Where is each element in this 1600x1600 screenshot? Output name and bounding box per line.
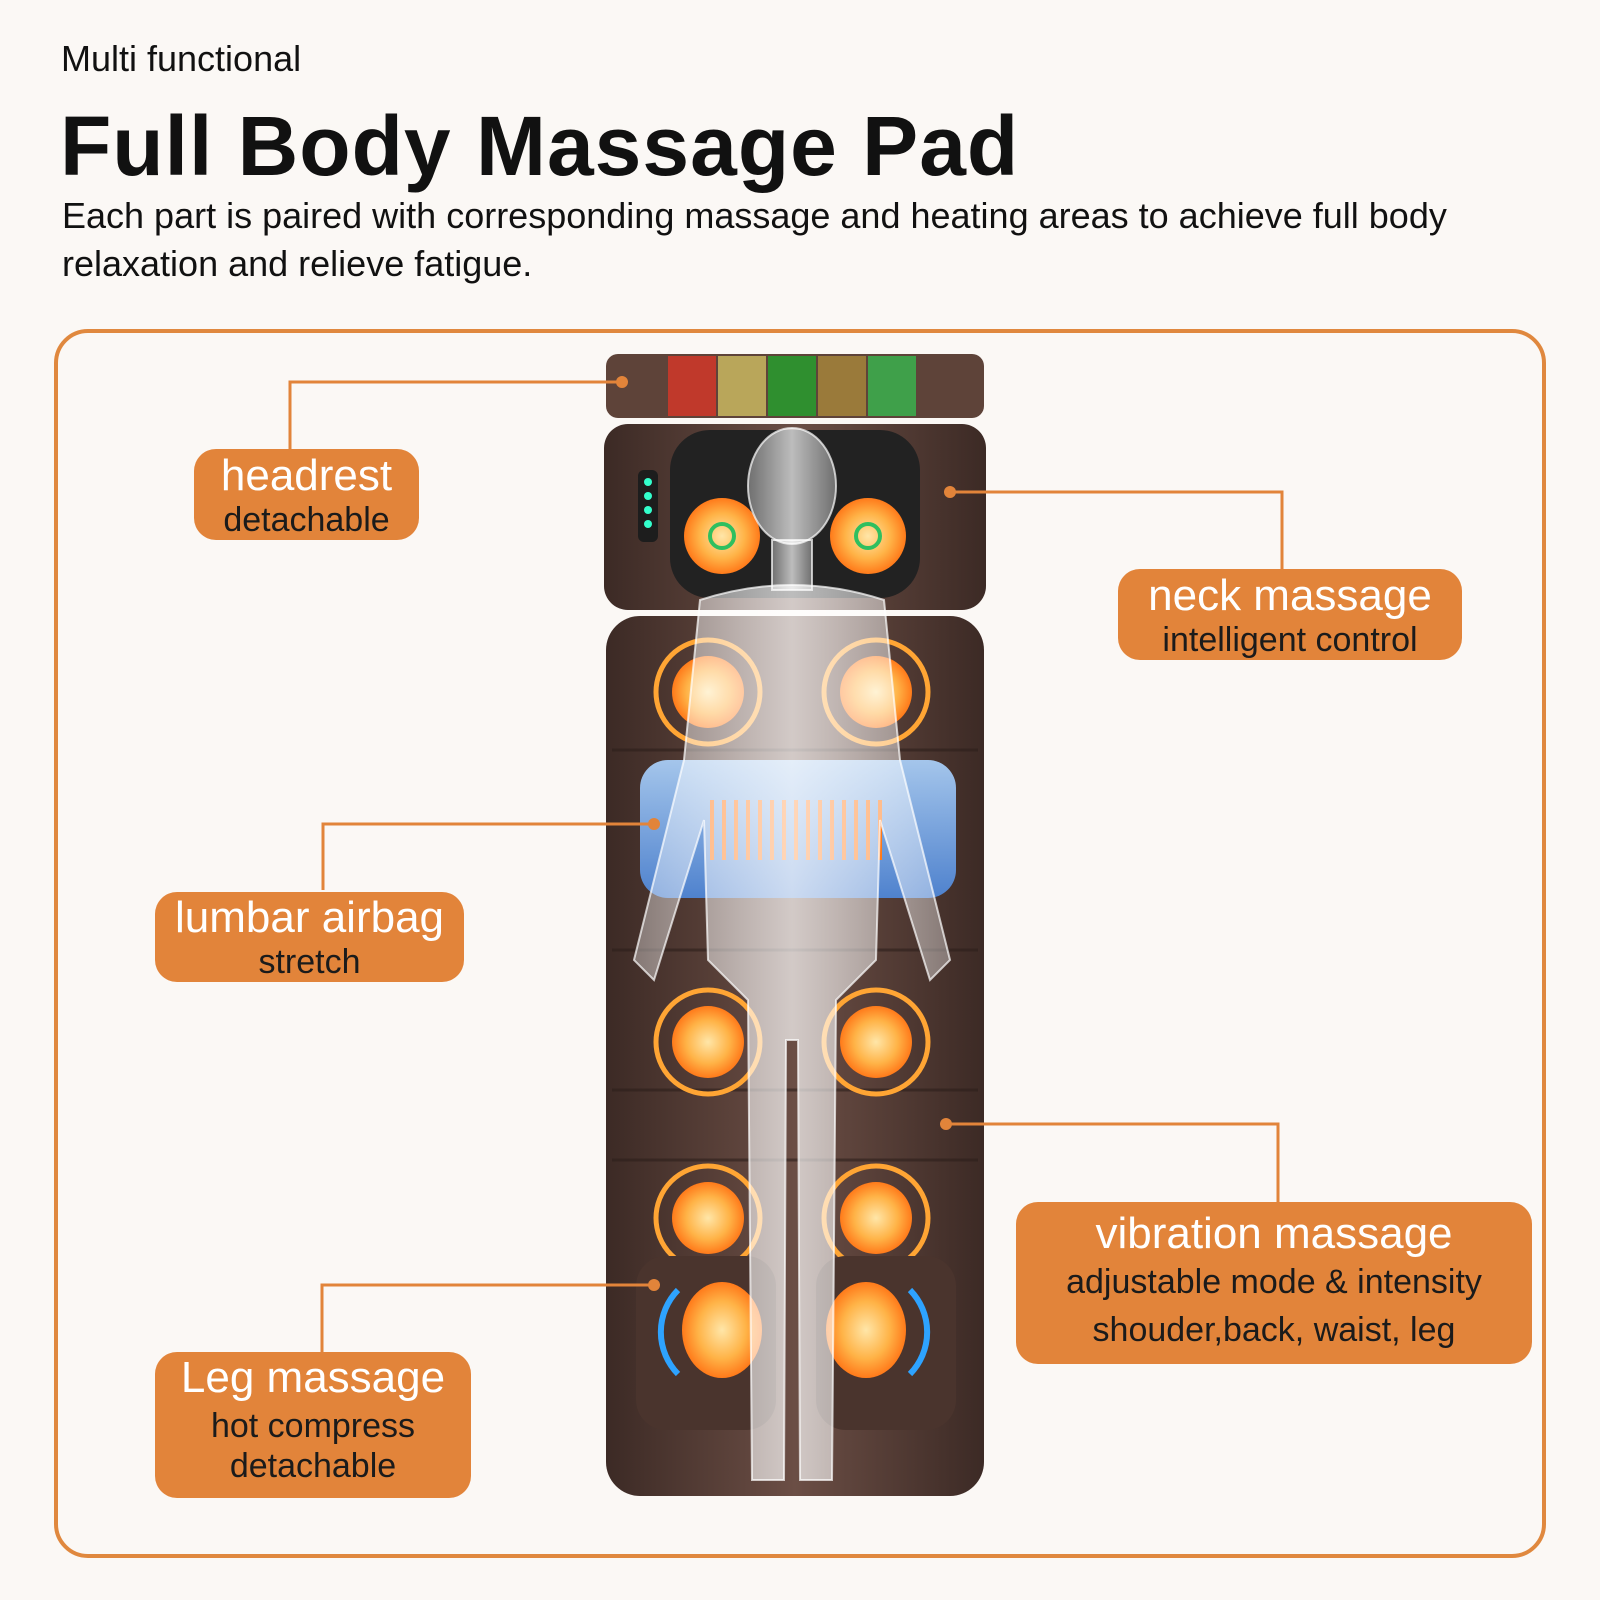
- callout-neck: neck massage intelligent control: [1118, 569, 1462, 660]
- connector-lumbar: [321, 822, 654, 890]
- description-text: Each part is paired with corresponding m…: [62, 195, 1447, 284]
- callout-leg-sub2: detachable: [229, 1447, 397, 1485]
- connector-leg: [320, 1283, 654, 1352]
- callout-headrest: headrest detachable: [194, 449, 419, 540]
- neck-rollers: [684, 498, 906, 574]
- body-figure: [632, 427, 952, 1481]
- connector-neck: [950, 490, 1284, 570]
- leg-massager: [636, 1256, 956, 1430]
- control-buttons: [638, 470, 658, 542]
- headrest-pillow: [606, 354, 984, 418]
- callout-leg-sub1: hot compress: [210, 1407, 416, 1445]
- eyebrow-text: Multi functional: [61, 38, 302, 79]
- callout-vibration-sub1: adjustable mode & intensity: [1066, 1263, 1482, 1301]
- callout-leg: Leg massage hot compress detachable: [155, 1352, 471, 1498]
- callout-headrest-sub: detachable: [223, 501, 390, 539]
- callout-leg-main: Leg massage: [180, 1353, 446, 1402]
- callout-vibration: vibration massage adjustable mode & inte…: [1016, 1202, 1532, 1364]
- callout-lumbar-sub: stretch: [258, 943, 361, 981]
- product-frame: [54, 329, 1546, 1558]
- callout-neck-main: neck massage: [1148, 571, 1432, 620]
- callout-lumbar-main: lumbar airbag: [174, 893, 445, 942]
- connector-headrest: [288, 380, 622, 452]
- connector-vibration: [946, 1122, 1280, 1203]
- callout-headrest-main: headrest: [220, 451, 393, 500]
- callout-lumbar: lumbar airbag stretch: [155, 892, 464, 982]
- callout-vibration-main: vibration massage: [1095, 1209, 1453, 1258]
- callout-vibration-sub2: shouder,back, waist, leg: [1092, 1311, 1456, 1349]
- page-title: Full Body Massage Pad: [60, 99, 1020, 193]
- callout-neck-sub: intelligent control: [1162, 621, 1418, 659]
